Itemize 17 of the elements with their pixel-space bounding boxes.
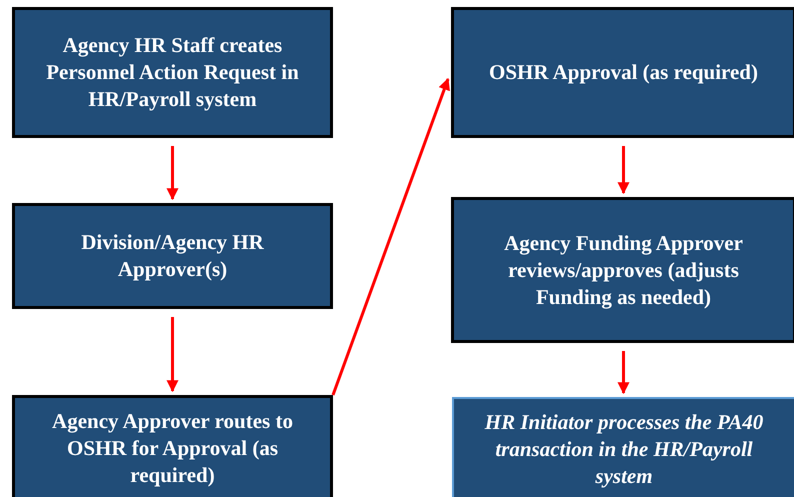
arrow xyxy=(166,146,178,200)
process-box xyxy=(12,7,333,138)
arrow xyxy=(618,351,630,394)
step-text: OSHR Approval (as required) xyxy=(489,59,758,86)
step-text: Agency Approver routes to OSHR for Approval (as required) xyxy=(51,408,294,489)
arrow xyxy=(618,146,630,194)
arrow xyxy=(332,78,450,396)
step-text: Division/Agency HR Approver(s) xyxy=(80,229,265,283)
step-text: Agency HR Staff creates Personnel Action Request in HR/Payroll system xyxy=(45,32,300,113)
process-box xyxy=(12,203,333,309)
process-box xyxy=(12,395,333,497)
step-text: HR Initiator processes the PA40 transaction in the HR/Payroll system xyxy=(484,409,764,490)
arrow xyxy=(166,317,178,392)
step-text: Agency Funding Approver reviews/approves (adjusts Funding as needed) xyxy=(503,230,744,310)
process-box xyxy=(452,397,794,497)
process-box xyxy=(451,7,794,138)
process-box xyxy=(451,197,794,343)
